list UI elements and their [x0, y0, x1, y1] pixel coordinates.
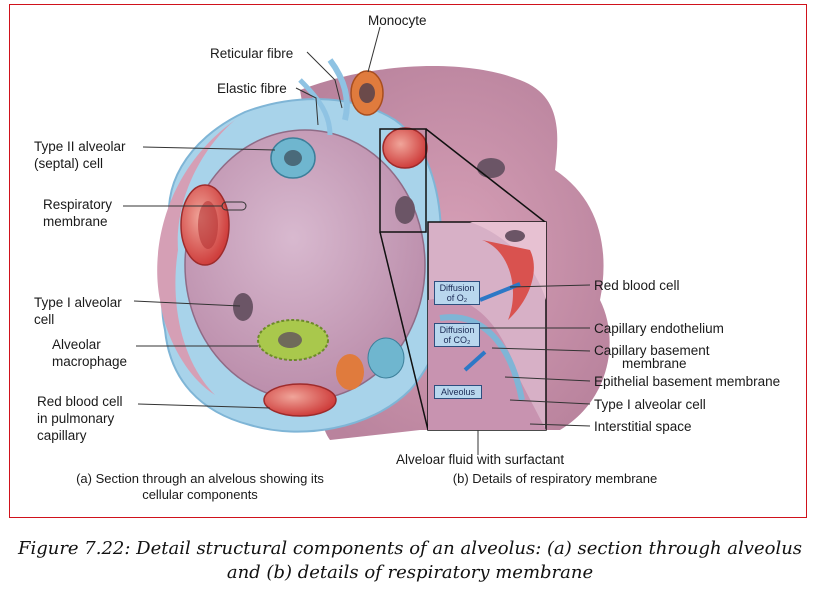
label-capillary-basement-line1: Capillary basement [594, 343, 710, 358]
label-epithelial-basement: Epithelial basement membrane [594, 374, 781, 389]
label-rbc-cap-line1: Red blood cell [37, 394, 123, 409]
orange-cell [336, 354, 364, 390]
subcaption-a-line2: cellular components [142, 487, 258, 502]
box-diffusion-o2-line2: of O₂ [446, 293, 468, 303]
label-type1-line2: cell [34, 312, 55, 327]
label-red-blood-cell: Red blood cell [594, 278, 680, 293]
figure-caption-line2: and (b) details of respiratory membrane [226, 562, 594, 583]
label-monocyte: Monocyte [368, 13, 427, 28]
zoom-source-box [379, 128, 427, 233]
label-type2-line1: Type II alveolar [34, 139, 126, 154]
label-resp-line2: membrane [43, 214, 108, 229]
box-diffusion-co2-line2: of CO₂ [443, 335, 471, 345]
outer-tissue-left [157, 120, 235, 395]
box-diffusion-co2: Diffusion of CO₂ [434, 323, 480, 347]
rbc-bottom [263, 383, 337, 417]
blue-cell [367, 337, 405, 379]
label-type1-line1: Type I alveolar [34, 295, 122, 310]
label-elastic-fibre: Elastic fibre [217, 81, 287, 96]
label-macro-line1: Alveolar [52, 337, 101, 352]
box-diffusion-o2-line1: Diffusion [439, 283, 475, 293]
label-capillary-endothelium: Capillary endothelium [594, 321, 724, 336]
elastic-fibre [298, 78, 333, 136]
box-diffusion-o2: Diffusion of O₂ [434, 281, 480, 305]
type1-cell [233, 293, 253, 321]
label-type1-alveolar-cell: Type I alveolar cell [594, 397, 706, 412]
box-alveolus: Alveolus [434, 385, 482, 399]
label-type2-line2: (septal) cell [34, 156, 104, 171]
label-macro-line2: macrophage [52, 354, 128, 369]
label-reticular-fibre: Reticular fibre [210, 46, 294, 61]
label-capillary-basement-line2: membrane [622, 356, 687, 371]
rbc-top [382, 127, 428, 169]
figure-caption: Figure 7.22: Detail structural component… [0, 537, 820, 585]
label-resp-line1: Respiratory [43, 197, 113, 212]
figure-caption-line1: Figure 7.22: Detail structural component… [17, 538, 803, 559]
box-diffusion-co2-line1: Diffusion [439, 325, 475, 335]
subcaption-a-line1: (a) Section through an alvelous showing … [76, 471, 324, 486]
subcaption-b: (b) Details of respiratory membrane [452, 471, 658, 486]
label-interstitial-space: Interstitial space [594, 419, 692, 434]
label-rbc-cap-line3: capillary [37, 428, 87, 443]
label-alveolar-fluid: Alveloar fluid with surfactant [396, 452, 565, 467]
label-rbc-cap-line2: in pulmonary [37, 411, 115, 426]
reticular-fibre [327, 58, 350, 121]
